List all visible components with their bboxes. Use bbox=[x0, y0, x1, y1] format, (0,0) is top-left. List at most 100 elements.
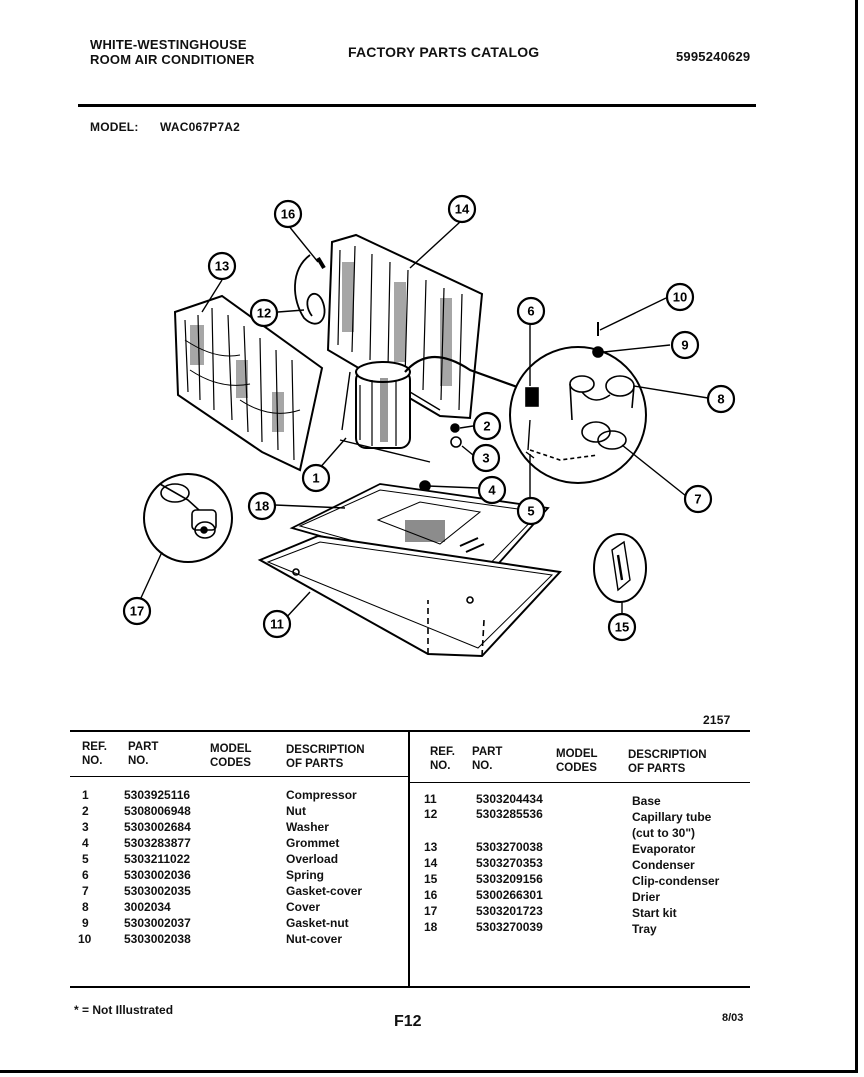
table-row: 8 bbox=[82, 900, 89, 914]
svg-text:8: 8 bbox=[717, 392, 724, 407]
svg-text:5: 5 bbox=[527, 504, 534, 519]
clip-condenser-detail bbox=[593, 533, 647, 603]
figure-number: 2157 bbox=[703, 713, 731, 727]
table-row: 14 bbox=[424, 856, 438, 870]
catalog-title: FACTORY PARTS CATALOG bbox=[348, 44, 540, 60]
table-row: 13 bbox=[424, 840, 438, 854]
svg-text:18: 18 bbox=[255, 499, 269, 514]
svg-text:4: 4 bbox=[488, 483, 496, 498]
part-description: Nut bbox=[286, 804, 306, 818]
table-divider bbox=[408, 730, 410, 988]
start-kit-detail bbox=[143, 473, 233, 563]
part-description: Compressor bbox=[286, 788, 357, 802]
compressor bbox=[339, 355, 521, 463]
table-row: 16 bbox=[424, 888, 438, 902]
callout-3: 3 bbox=[471, 443, 501, 473]
callout-5: 5 bbox=[516, 496, 546, 526]
callout-13: 13 bbox=[207, 251, 237, 281]
terminal-cover-detail bbox=[509, 322, 647, 484]
svg-text:15: 15 bbox=[615, 620, 629, 635]
drier bbox=[316, 256, 326, 270]
callout-9: 9 bbox=[670, 330, 700, 360]
table-header-rule-left bbox=[70, 776, 408, 777]
table-row: 10 bbox=[78, 932, 92, 946]
svg-text:6: 6 bbox=[527, 304, 534, 319]
callout-17: 17 bbox=[122, 596, 152, 626]
table-header-rule-right bbox=[410, 782, 750, 783]
callout-7: 7 bbox=[683, 484, 713, 514]
part-description: Nut-cover bbox=[286, 932, 343, 946]
table-row: 7 bbox=[82, 884, 89, 898]
svg-text:3: 3 bbox=[482, 451, 489, 466]
header-rule bbox=[78, 104, 756, 107]
table-row: 4 bbox=[82, 836, 89, 850]
part-number: 5303270039 bbox=[476, 920, 543, 934]
callout-11: 11 bbox=[262, 609, 292, 639]
part-number: 5303002035 bbox=[124, 884, 191, 898]
col-model-codes-right: MODEL CODES bbox=[556, 748, 598, 774]
exploded-parts-diagram: 1 2 3 4 5 6 7 8 9 10 11 12 13 14 15 16 1… bbox=[122, 194, 736, 658]
catalog-number: 5995240629 bbox=[676, 49, 751, 64]
col-part-no-right: PART NO. bbox=[472, 746, 503, 772]
part-description: Clip-condenser bbox=[632, 874, 720, 888]
table-row: 11 bbox=[424, 792, 437, 806]
part-number: 5303209156 bbox=[476, 872, 543, 886]
callout-12: 12 bbox=[249, 298, 279, 328]
col-ref-no-right: REF. NO. bbox=[430, 746, 455, 772]
table-row: 15 bbox=[424, 872, 438, 886]
callout-16: 16 bbox=[273, 199, 303, 229]
part-description: Spring bbox=[286, 868, 324, 882]
washer-part bbox=[450, 436, 462, 448]
svg-text:12: 12 bbox=[257, 306, 271, 321]
svg-text:16: 16 bbox=[281, 207, 295, 222]
part-number: 5303285536 bbox=[476, 807, 543, 821]
part-description: Washer bbox=[286, 820, 329, 834]
col-description-right: DESCRIPTION OF PARTS bbox=[628, 749, 707, 775]
table-row: 18 bbox=[424, 920, 438, 934]
part-description: Cover bbox=[286, 900, 321, 914]
part-description: Base bbox=[632, 794, 661, 808]
callout-8: 8 bbox=[706, 384, 736, 414]
leader-lines bbox=[139, 221, 709, 621]
part-description: Capillary tube bbox=[632, 810, 712, 824]
part-description: Gasket-nut bbox=[286, 916, 349, 930]
table-row: 2 bbox=[82, 804, 89, 818]
part-description: (cut to 30") bbox=[632, 826, 696, 840]
model-value: WAC067P7A2 bbox=[160, 120, 241, 134]
col-description-left: DESCRIPTION OF PARTS bbox=[286, 744, 365, 770]
part-number: 5303925116 bbox=[124, 788, 191, 802]
col-ref-no-left: REF. NO. bbox=[82, 741, 107, 767]
revision-date: 8/03 bbox=[722, 1012, 744, 1024]
table-row: 17 bbox=[424, 904, 438, 918]
part-number: 5303002037 bbox=[124, 916, 191, 930]
col-part-no-left: PART NO. bbox=[128, 741, 159, 767]
col-model-codes-left: MODEL CODES bbox=[210, 743, 252, 769]
part-number: 5303270353 bbox=[476, 856, 543, 870]
svg-text:7: 7 bbox=[694, 492, 701, 507]
base-pan bbox=[257, 534, 563, 658]
table-row: 9 bbox=[82, 916, 89, 930]
part-number: 5303002684 bbox=[124, 820, 191, 834]
part-number: 5303270038 bbox=[476, 840, 543, 854]
part-number: 5303283877 bbox=[124, 836, 191, 850]
svg-text:1: 1 bbox=[312, 471, 319, 486]
page-number: F12 bbox=[394, 1013, 422, 1030]
callout-14: 14 bbox=[447, 194, 477, 224]
capillary-tube-coil bbox=[294, 254, 326, 325]
table-bottom-rule bbox=[70, 986, 750, 988]
svg-text:2: 2 bbox=[483, 419, 490, 434]
part-description: Evaporator bbox=[632, 842, 696, 856]
part-number: 5303002038 bbox=[124, 932, 191, 946]
callout-15: 15 bbox=[607, 612, 637, 642]
part-description: Overload bbox=[286, 852, 339, 866]
table-row: 12 bbox=[424, 807, 438, 821]
part-description: Drier bbox=[632, 890, 661, 904]
callout-6: 6 bbox=[516, 296, 546, 326]
part-number: 5300266301 bbox=[476, 888, 543, 902]
callout-1: 1 bbox=[301, 463, 331, 493]
part-description: Grommet bbox=[286, 836, 340, 850]
svg-text:17: 17 bbox=[130, 604, 144, 619]
brand-line-1: WHITE-WESTINGHOUSE bbox=[90, 37, 247, 52]
callout-2: 2 bbox=[472, 411, 502, 441]
part-number: 5303211022 bbox=[124, 852, 191, 866]
